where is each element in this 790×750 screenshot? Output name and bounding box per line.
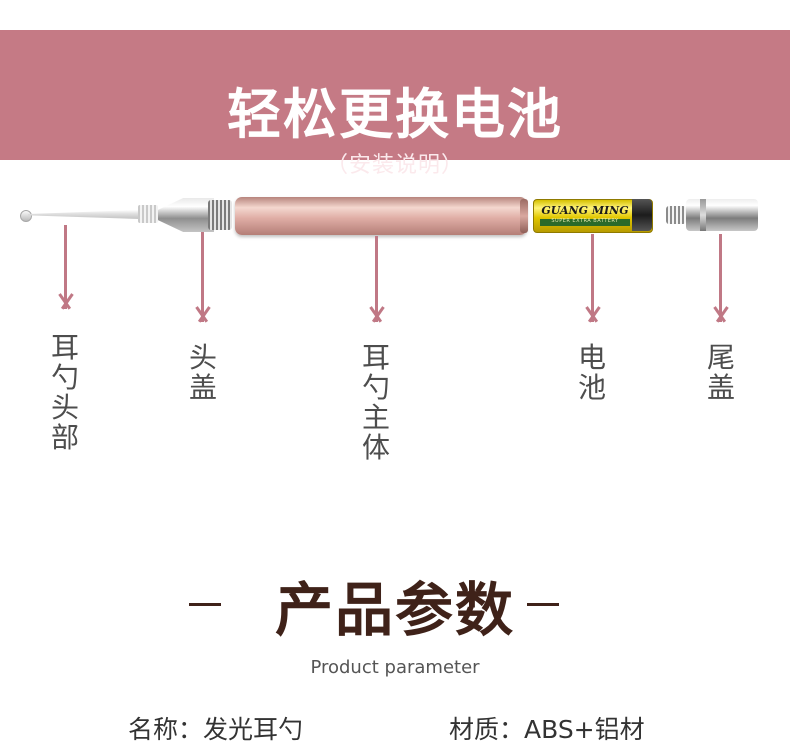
banner-subtitle: （安装说明） [325,153,464,178]
arrow-down-icon [584,234,602,324]
section-title: 产品参数 [274,576,515,644]
battery-strip-text: SUPER EXTRA BATTERY [551,218,619,224]
tail-cap-ring [700,199,706,231]
header-banner: 轻松更换电池 （安装说明） [0,30,790,178]
arrow-down-icon [712,234,730,324]
battery-cap [632,199,652,231]
arrow-down-icon [368,236,386,324]
arrow-down-icon [57,225,75,311]
param-name: 名称：发光耳勺 [128,715,304,744]
arrow-down-icon [194,232,212,324]
ear-spoon-body-end [520,199,528,233]
part-label-ear-spoon-tip: 耳勺头部 [50,331,79,454]
part-label-head-cap: 头盖 [188,341,217,404]
section-subtitle: Product parameter [310,657,480,678]
ear-spoon-tip-rod [28,210,140,219]
tail-cap-image [686,199,758,231]
part-label-battery: 电池 [577,341,606,404]
param-material: 材质：ABS+铝材 [449,715,645,744]
banner-title: 轻松更换电池 [227,83,563,146]
ear-spoon-tip-thread [138,205,158,223]
part-label-tail-cap: 尾盖 [706,341,735,404]
ear-spoon-tip-ball [20,210,32,222]
part-label-ear-spoon-body: 耳勺主体 [361,341,390,464]
title-dash-left [189,603,221,606]
head-cap-thread [208,200,232,230]
title-dash-right [527,603,559,606]
head-cap-image [158,198,214,232]
battery-strip [540,219,630,226]
battery-brand-text: GUANG MING [541,204,629,217]
ear-spoon-body-image [235,197,527,235]
tail-spring [666,206,686,224]
